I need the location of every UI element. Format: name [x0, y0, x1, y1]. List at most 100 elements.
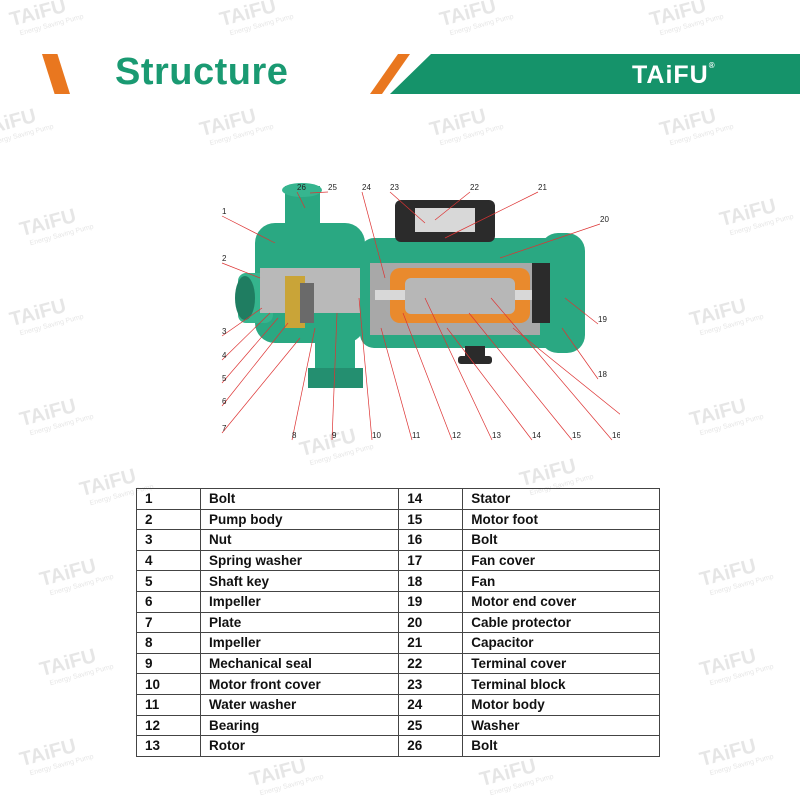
- part-name: Motor end cover: [462, 590, 660, 613]
- callout-number: 5: [222, 374, 227, 383]
- part-name: Fan cover: [462, 549, 660, 572]
- part-number: 19: [398, 590, 464, 613]
- callout-line: [561, 327, 599, 380]
- callout-number: 8: [292, 431, 297, 440]
- callout-number: 19: [598, 315, 607, 324]
- callout-number: 1: [222, 207, 227, 216]
- callout-line: [361, 191, 386, 279]
- callout-number: 4: [222, 351, 227, 360]
- callout-line: [512, 327, 620, 415]
- part-name: Washer: [462, 714, 660, 737]
- pump-cutaway-diagram: 1234567262524232221208910111213141516171…: [221, 183, 620, 441]
- callout-line: [468, 312, 573, 441]
- callout-number: 23: [390, 183, 399, 192]
- part-number: 21: [398, 632, 464, 654]
- callout-number: 12: [452, 431, 461, 440]
- part-name: Pump body: [200, 508, 400, 531]
- page-title: Structure: [115, 51, 289, 93]
- part-name: Motor body: [462, 693, 660, 716]
- part-number: 24: [398, 693, 464, 716]
- part-number: 7: [135, 611, 202, 634]
- callout-line: [221, 312, 271, 361]
- part-name: Impeller: [200, 590, 400, 613]
- part-number: 23: [398, 673, 464, 695]
- part-name: Rotor: [200, 735, 400, 757]
- callout-line: [309, 191, 329, 194]
- pump-body-drawing: [235, 183, 370, 388]
- part-number: 14: [398, 488, 464, 510]
- part-name: Impeller: [200, 632, 400, 654]
- callout-line: [221, 262, 261, 279]
- part-name: Water washer: [200, 693, 400, 716]
- callout-number: 2: [222, 254, 227, 263]
- part-name: Capacitor: [462, 632, 660, 654]
- part-name: Terminal cover: [462, 652, 660, 675]
- callout-line: [380, 327, 413, 441]
- part-name: Plate: [200, 611, 400, 634]
- part-name: Cable protector: [462, 611, 660, 634]
- callout-number: 26: [297, 183, 306, 192]
- part-number: 9: [135, 652, 202, 675]
- part-name: Motor foot: [462, 508, 660, 531]
- callout-labels: 1234567262524232221208910111213141516171…: [222, 183, 620, 440]
- callout-line: [221, 307, 263, 337]
- callout-number: 21: [538, 183, 547, 192]
- part-name: Shaft key: [200, 570, 400, 592]
- callout-number: 15: [572, 431, 581, 440]
- part-number: 11: [135, 693, 202, 716]
- part-number: 16: [398, 529, 464, 551]
- part-number: 8: [135, 632, 202, 654]
- part-name: Terminal block: [462, 673, 660, 695]
- callout-number: 13: [492, 431, 501, 440]
- callout-line: [221, 322, 289, 407]
- callout-number: 20: [600, 215, 609, 224]
- callout-line: [221, 215, 276, 244]
- part-number: 26: [398, 735, 464, 757]
- part-name: Nut: [200, 529, 400, 551]
- part-number: 12: [135, 714, 202, 737]
- part-name: Stator: [462, 488, 660, 510]
- callout-number: 3: [222, 327, 227, 336]
- callout-line: [221, 317, 279, 384]
- header-band: [390, 54, 800, 94]
- part-name: Spring washer: [200, 549, 400, 572]
- part-number: 3: [135, 529, 202, 551]
- motor-drawing: [360, 200, 585, 364]
- callout-line: [331, 312, 338, 441]
- brand-logo: TAiFU®: [632, 61, 716, 89]
- callout-line: [389, 191, 426, 224]
- callout-number: 18: [598, 370, 607, 379]
- callout-line: [358, 297, 373, 441]
- part-number: 6: [135, 590, 202, 613]
- part-name: Fan: [462, 570, 660, 592]
- callout-line: [446, 327, 533, 441]
- part-number: 22: [398, 652, 464, 675]
- callout-number: 6: [222, 397, 227, 406]
- callout-line: [424, 297, 493, 441]
- part-number: 15: [398, 508, 464, 531]
